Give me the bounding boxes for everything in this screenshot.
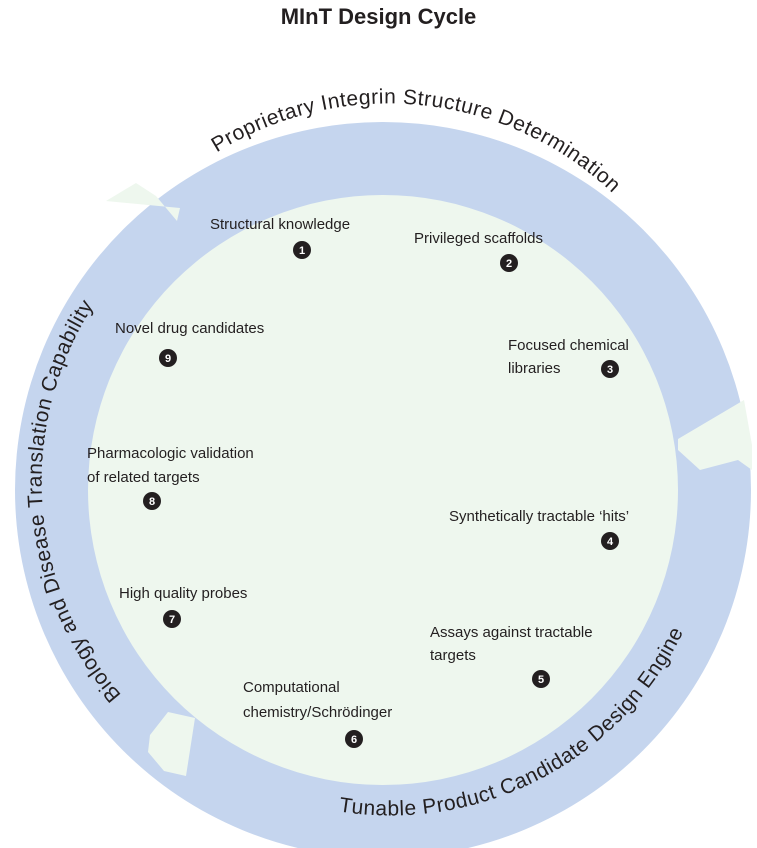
step-2-number: 2 <box>506 258 512 270</box>
step-5: Assays against tractable targets 5 <box>430 624 597 688</box>
step-4: Synthetically tractable ‘hits’ 4 <box>449 508 629 550</box>
inner-disc <box>88 195 678 785</box>
step-4-number: 4 <box>607 536 614 548</box>
step-9: Novel drug candidates 9 <box>115 320 264 367</box>
arrow-gap-right <box>678 400 752 470</box>
step-8: Pharmacologic validation of related targ… <box>87 445 258 510</box>
diagram-title: MInT Design Cycle <box>280 4 477 29</box>
step-9-number: 9 <box>165 353 171 365</box>
step-9-badge <box>159 349 177 367</box>
step-6-number: 6 <box>351 734 357 746</box>
step-2-label: Privileged scaffolds <box>414 230 543 247</box>
step-8-badge <box>143 492 161 510</box>
step-8-label: Pharmacologic validation of related targ… <box>87 445 258 486</box>
step-8-number: 8 <box>149 496 155 508</box>
step-2-badge <box>500 254 518 272</box>
arrow-gap-bottom-left <box>148 712 195 776</box>
step-1-badge <box>293 241 311 259</box>
step-1-label: Structural knowledge <box>210 216 350 233</box>
step-3-number: 3 <box>607 364 613 376</box>
step-2: Privileged scaffolds 2 <box>414 230 543 272</box>
step-3: Focused chemical libraries 3 <box>508 337 633 378</box>
step-7-badge <box>163 610 181 628</box>
step-1: Structural knowledge 1 <box>210 216 350 259</box>
step-5-label: Assays against tractable targets <box>430 624 597 664</box>
arrow-gap-top-left <box>106 183 180 221</box>
step-6: Computational chemistry/Schrödinger 6 <box>243 679 392 748</box>
step-5-badge <box>532 670 550 688</box>
step-7-number: 7 <box>169 614 175 626</box>
step-3-badge <box>601 360 619 378</box>
step-5-number: 5 <box>538 674 544 686</box>
step-9-label: Novel drug candidates <box>115 320 264 337</box>
step-6-badge <box>345 730 363 748</box>
step-4-label: Synthetically tractable ‘hits’ <box>449 508 629 525</box>
step-1-number: 1 <box>299 245 305 257</box>
step-7-label: High quality probes <box>119 585 247 602</box>
step-3-label: Focused chemical libraries <box>508 337 633 377</box>
step-7: High quality probes 7 <box>119 585 247 628</box>
step-4-badge <box>601 532 619 550</box>
step-6-label: Computational chemistry/Schrödinger <box>243 679 392 721</box>
